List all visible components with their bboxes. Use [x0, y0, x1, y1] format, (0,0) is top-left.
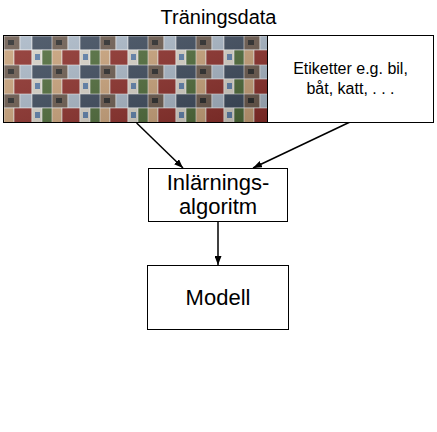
collage-shading — [4, 36, 267, 122]
arrow-connector — [217, 222, 219, 265]
arrow-connector — [253, 122, 350, 168]
process-box: Inlärnings- algoritm — [148, 168, 288, 222]
node-text: Etiketter e.g. bil, båt, katt, . . . — [280, 59, 421, 99]
node-text: Träningsdata — [4, 5, 433, 29]
process-box: Modell — [147, 265, 289, 330]
photo-collage — [4, 36, 267, 122]
node-text: Modell — [156, 285, 280, 311]
group-box: TräningsdataEtiketter e.g. bil, båt, kat… — [3, 35, 434, 123]
arrow-connector — [137, 123, 183, 168]
label-panel: Etiketter e.g. bil, båt, katt, . . . — [267, 36, 433, 122]
node-text: Inlärnings- algoritm — [157, 171, 279, 219]
